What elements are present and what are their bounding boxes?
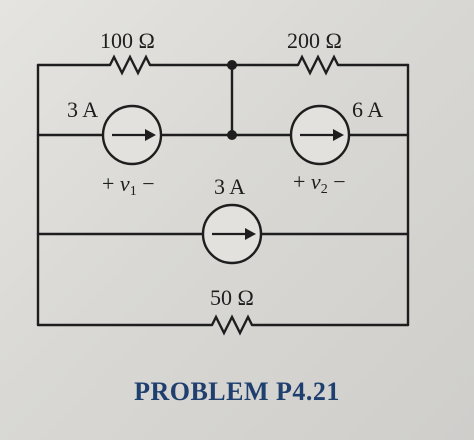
source-left-label: 3 A bbox=[67, 97, 99, 122]
resistor-200-ohm-label: 200 Ω bbox=[287, 28, 342, 53]
voltage-v1-var: v bbox=[119, 171, 130, 196]
problem-caption: PROBLEM P4.21 bbox=[134, 377, 340, 406]
source-middle-label: 3 A bbox=[214, 174, 246, 199]
voltage-v1-subscript: 1 bbox=[129, 184, 137, 199]
voltage-v1-plus: + bbox=[102, 171, 115, 196]
resistor-100-ohm-label: 100 Ω bbox=[100, 28, 155, 53]
arrowhead-icon bbox=[145, 129, 156, 141]
resistor-50-ohm-label: 50 Ω bbox=[210, 285, 254, 310]
resistor-200-ohm-symbol bbox=[296, 54, 340, 76]
voltage-v2-subscript: 2 bbox=[320, 182, 328, 197]
junction-dot-middle bbox=[227, 130, 237, 140]
voltage-v1-label: + v1 − bbox=[102, 173, 155, 199]
arrowhead-icon bbox=[333, 129, 344, 141]
junction-dot-top bbox=[227, 60, 237, 70]
voltage-v2-minus: − bbox=[333, 169, 346, 194]
source-right-label: 6 A bbox=[352, 97, 384, 122]
voltage-v2-label: + v2 − bbox=[293, 171, 346, 197]
arrowhead-icon bbox=[245, 228, 256, 240]
resistor-50-ohm-symbol bbox=[210, 314, 254, 336]
voltage-v2-var: v bbox=[310, 169, 321, 194]
voltage-v1-minus: − bbox=[142, 171, 155, 196]
voltage-v2-plus: + bbox=[293, 169, 306, 194]
resistor-100-ohm-symbol bbox=[108, 54, 152, 76]
